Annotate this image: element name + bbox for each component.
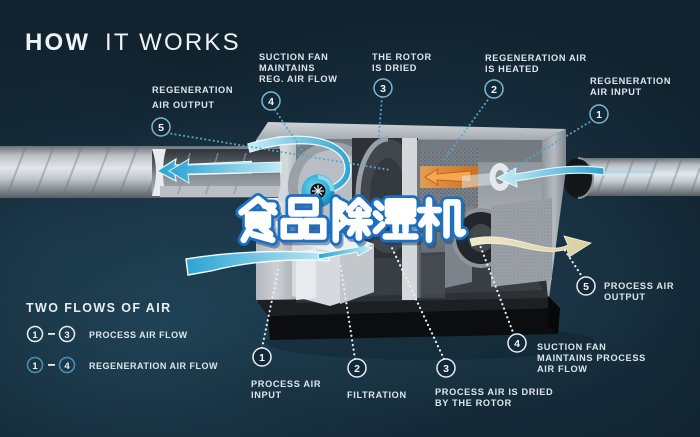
svg-text:1: 1 — [32, 330, 38, 341]
svg-text:3: 3 — [443, 363, 449, 375]
svg-text:REGENERATION AIR FLOW: REGENERATION AIR FLOW — [89, 361, 218, 371]
svg-text:2: 2 — [491, 84, 497, 96]
svg-text:MAINTAINS PROCESS: MAINTAINS PROCESS — [537, 353, 646, 363]
svg-text:REG. AIR FLOW: REG. AIR FLOW — [259, 74, 338, 84]
svg-text:PROCESS AIR: PROCESS AIR — [604, 281, 674, 291]
svg-text:2: 2 — [354, 363, 360, 375]
svg-text:5: 5 — [158, 122, 164, 134]
svg-text:BY THE ROTOR: BY THE ROTOR — [435, 398, 512, 408]
svg-text:IT WORKS: IT WORKS — [105, 29, 241, 56]
svg-text:AIR OUTPUT: AIR OUTPUT — [152, 100, 215, 110]
svg-text:AIR FLOW: AIR FLOW — [537, 364, 588, 374]
svg-text:1: 1 — [596, 109, 602, 121]
svg-text:MAINTAINS: MAINTAINS — [259, 63, 315, 73]
svg-text:AIR INPUT: AIR INPUT — [590, 87, 642, 97]
svg-text:SUCTION FAN: SUCTION FAN — [537, 342, 606, 352]
svg-text:HOW: HOW — [25, 29, 90, 56]
svg-text:1: 1 — [32, 361, 38, 372]
svg-text:3: 3 — [64, 330, 69, 341]
svg-text:REGENERATION: REGENERATION — [590, 76, 671, 86]
svg-text:4: 4 — [514, 338, 520, 350]
svg-text:4: 4 — [268, 96, 274, 108]
svg-text:REGENERATION AIR: REGENERATION AIR — [485, 53, 587, 63]
svg-text:SUCTION FAN: SUCTION FAN — [259, 52, 328, 62]
svg-text:IS DRIED: IS DRIED — [372, 63, 417, 73]
svg-text:PROCESS AIR: PROCESS AIR — [251, 379, 321, 389]
svg-text:PROCESS AIR FLOW: PROCESS AIR FLOW — [89, 330, 188, 340]
svg-text:REGENERATION: REGENERATION — [152, 85, 233, 95]
svg-text:THE ROTOR: THE ROTOR — [372, 52, 432, 62]
svg-text:5: 5 — [583, 281, 589, 293]
svg-text:3: 3 — [380, 83, 386, 95]
svg-text:1: 1 — [259, 352, 265, 364]
svg-text:TWO FLOWS OF AIR: TWO FLOWS OF AIR — [26, 301, 172, 315]
svg-text:IS HEATED: IS HEATED — [485, 64, 539, 74]
svg-text:INPUT: INPUT — [251, 390, 282, 400]
svg-text:OUTPUT: OUTPUT — [604, 292, 646, 302]
svg-text:PROCESS AIR IS DRIED: PROCESS AIR IS DRIED — [435, 387, 553, 397]
svg-text:4: 4 — [64, 361, 70, 372]
svg-text:FILTRATION: FILTRATION — [347, 390, 407, 400]
